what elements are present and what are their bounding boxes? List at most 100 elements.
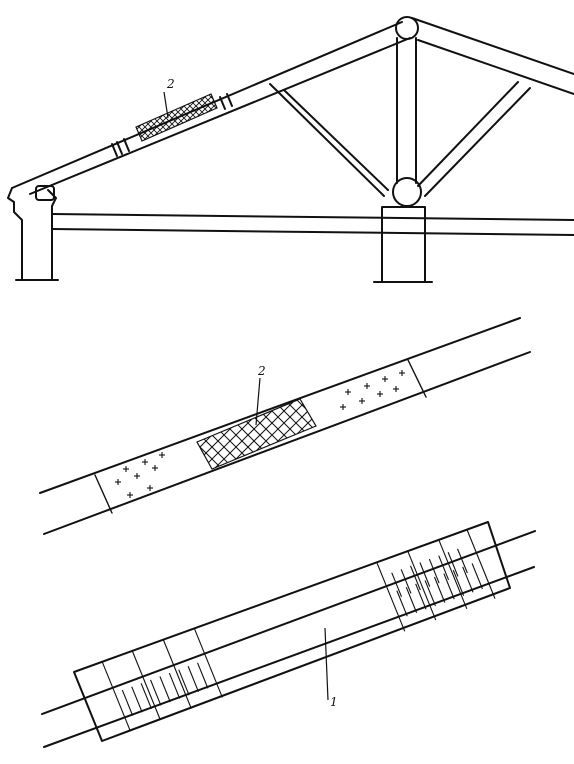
stroke xyxy=(56,80,126,150)
stroke xyxy=(419,390,509,480)
stroke xyxy=(197,399,210,469)
stroke xyxy=(159,676,171,703)
stroke xyxy=(383,390,473,480)
stroke xyxy=(95,390,185,480)
left-support-wall xyxy=(7,187,57,281)
stroke xyxy=(310,399,316,469)
ridge-joint xyxy=(395,16,419,40)
stroke xyxy=(260,80,330,150)
stroke xyxy=(197,399,222,469)
stroke xyxy=(95,390,185,480)
stroke xyxy=(278,80,348,150)
stroke xyxy=(284,80,354,150)
stroke xyxy=(335,390,425,480)
stroke xyxy=(197,399,222,469)
hatch-lines-top xyxy=(50,80,366,150)
label-1-bottom: 1 xyxy=(330,695,338,709)
stroke xyxy=(471,563,483,590)
stroke xyxy=(250,399,316,469)
center-support-pier xyxy=(381,206,426,283)
label-2-top-leader xyxy=(163,91,169,119)
stroke xyxy=(178,669,190,696)
stroke xyxy=(197,399,198,469)
stroke xyxy=(419,390,509,480)
stroke xyxy=(395,390,485,480)
nail-marks-left xyxy=(115,452,165,498)
stroke xyxy=(254,80,324,150)
stroke xyxy=(101,661,131,731)
right-rafter-top-edge xyxy=(411,17,574,75)
roof-truss-elevation xyxy=(7,16,574,283)
eave-block xyxy=(35,185,55,201)
label-2-mid: 2 xyxy=(257,364,266,378)
stroke xyxy=(410,565,421,591)
stroke xyxy=(443,573,455,600)
label-1-leader xyxy=(324,627,329,701)
stroke xyxy=(383,390,473,480)
stroke xyxy=(286,399,316,469)
stroke xyxy=(136,94,205,141)
stroke xyxy=(274,399,316,469)
stroke xyxy=(193,94,217,141)
stroke xyxy=(131,650,161,721)
stroke xyxy=(359,390,449,480)
stroke xyxy=(56,80,126,150)
stroke xyxy=(136,94,145,141)
label-2-mid-leader xyxy=(255,377,261,426)
stroke xyxy=(145,94,217,141)
stroke xyxy=(197,399,210,469)
stroke xyxy=(466,529,496,599)
tie-beam-top-edge xyxy=(51,213,574,221)
left-strut-edge-a xyxy=(283,89,389,191)
stroke xyxy=(260,80,330,150)
stroke xyxy=(419,562,431,587)
stroke xyxy=(371,390,461,480)
stroke xyxy=(199,94,217,141)
splice-grid-lines xyxy=(101,529,496,731)
left-rafter-bottom-edge xyxy=(29,37,411,195)
stroke xyxy=(50,80,120,150)
tie-beam-bottom-edge xyxy=(51,228,574,236)
stroke xyxy=(457,548,468,574)
stroke xyxy=(452,569,465,596)
stroke xyxy=(62,80,132,150)
stroke xyxy=(197,662,209,689)
stroke xyxy=(296,80,366,150)
stroke xyxy=(415,583,427,610)
stroke xyxy=(193,94,217,141)
rafter-hatched-patch-outline xyxy=(135,93,218,142)
stroke xyxy=(193,628,223,698)
plate-splice-bottom xyxy=(41,521,536,748)
stroke xyxy=(438,539,468,610)
member-bottom-upper-edge xyxy=(41,530,536,715)
stroke xyxy=(187,666,200,692)
stroke xyxy=(197,399,258,469)
stroke xyxy=(407,550,437,621)
stroke xyxy=(150,679,162,706)
right-strut-edge-a xyxy=(417,81,519,187)
stroke xyxy=(214,399,306,469)
member-bottom-lower-edge xyxy=(43,566,535,748)
stroke xyxy=(428,558,440,584)
splice-hatched-pad-outline xyxy=(196,398,317,470)
splice-detail-middle xyxy=(39,317,531,535)
stroke xyxy=(278,80,348,150)
stroke xyxy=(136,94,151,141)
stroke xyxy=(284,80,354,150)
stroke xyxy=(438,555,450,581)
stroke xyxy=(433,576,446,603)
stroke xyxy=(254,80,324,150)
member-upper-edge xyxy=(39,317,521,494)
stroke xyxy=(136,94,145,141)
stroke xyxy=(136,94,157,141)
right-strut-edge-b xyxy=(424,87,531,197)
stroke xyxy=(136,94,169,141)
stroke xyxy=(298,399,316,469)
splice-plate-outline xyxy=(73,521,511,742)
stroke xyxy=(359,390,449,480)
stroke xyxy=(396,590,408,617)
nail-marks-right xyxy=(340,370,405,410)
left-strut-edge-b xyxy=(269,83,385,197)
member-lower-edge xyxy=(43,351,531,535)
